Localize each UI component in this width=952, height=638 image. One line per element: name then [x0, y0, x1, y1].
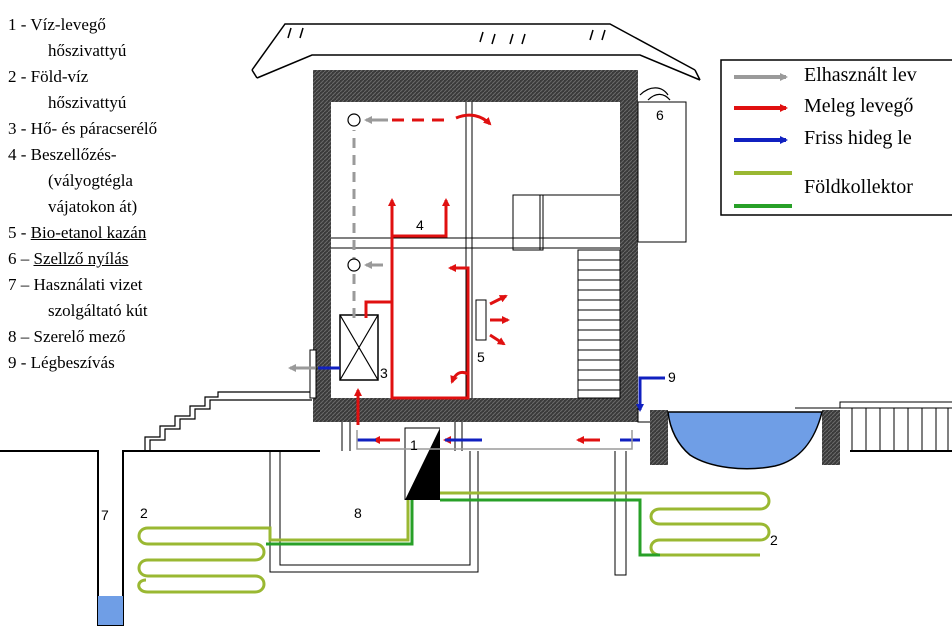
- label-3: 3: [380, 365, 388, 381]
- label-4: 4: [416, 217, 424, 233]
- key-item-3: 3 - Hő- és páracserélő: [8, 119, 158, 138]
- key-item-4-cont: (vályogtégla: [48, 171, 133, 190]
- key-item-6: 6 – Szellző nyílás: [8, 249, 129, 268]
- label-1: 1: [410, 437, 418, 453]
- legend-label-collector: Földkollektor: [804, 176, 913, 198]
- stairs-left: [144, 391, 312, 451]
- vent-opening: [639, 87, 671, 101]
- key-item-2-cont: hőszivattyú: [48, 93, 127, 112]
- fresh-air-flow: [354, 376, 665, 442]
- key-item-1: 1 - Víz-levegő: [8, 15, 106, 34]
- well-water: [98, 596, 123, 625]
- key-item-2: 2 - Föld-víz: [8, 67, 89, 86]
- numbered-key: 1 - Víz-levegő hőszivattyú 2 - Föld-víz …: [8, 12, 157, 376]
- label-2-right: 2: [770, 532, 778, 548]
- key-item-8: 8 – Szerelő mező: [8, 327, 126, 346]
- interior-stairs: [512, 101, 687, 399]
- label-8: 8: [354, 505, 362, 521]
- foundations: [269, 422, 627, 576]
- key-item-4: 4 - Beszellőzés-: [8, 145, 117, 164]
- label-2-left: 2: [140, 505, 148, 521]
- pond: [637, 401, 952, 470]
- ground-collector-left: [137, 500, 414, 594]
- heat-pump: [405, 428, 440, 500]
- key-item-9: 9 - Légbeszívás: [8, 353, 115, 372]
- key-item-7-cont: szolgáltató kút: [48, 301, 148, 320]
- heat-exchanger: [339, 314, 379, 381]
- legend-label-warm: Meleg levegő: [804, 95, 914, 117]
- legend-label-exhaust: Elhasznált lev: [804, 64, 917, 86]
- key-item-5: 5 - Bio-etanol kazán: [8, 223, 147, 242]
- ground-collector-right: [440, 491, 771, 557]
- duct-outline: [356, 430, 633, 450]
- label-5: 5: [477, 349, 485, 365]
- key-item-4-cont2: vájatokon át): [48, 197, 138, 216]
- key-item-1-cont: hőszivattyú: [48, 41, 127, 60]
- key-item-7: 7 – Használati vizet: [8, 275, 143, 294]
- label-7: 7: [101, 507, 109, 523]
- flow-legend: [720, 59, 952, 216]
- roof: [251, 23, 701, 81]
- house-walls: [309, 70, 638, 422]
- label-9: 9: [668, 369, 676, 385]
- warm-air-flow: [364, 113, 600, 444]
- label-6: 6: [656, 107, 664, 123]
- exhaust-air-flow: [288, 113, 388, 372]
- legend-label-fresh: Friss hideg le: [804, 127, 912, 149]
- boiler: [475, 299, 487, 341]
- ground: [0, 450, 952, 626]
